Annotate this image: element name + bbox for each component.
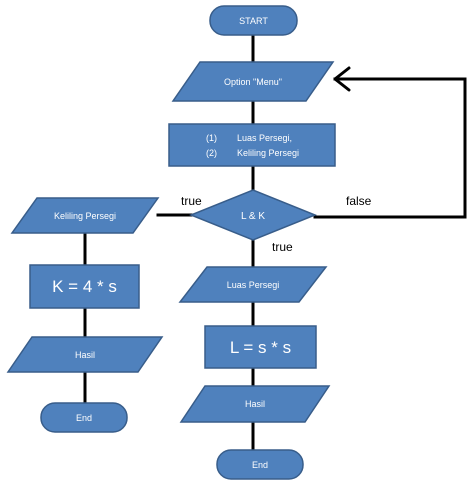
edge-label-true-left: true — [181, 194, 202, 208]
keliling-formula-node: K = 4 * s — [29, 264, 140, 309]
end-right-label: End — [252, 460, 268, 470]
luas-formula-label: L = s * s — [230, 338, 291, 357]
hasil-right-label: Hasil — [245, 399, 265, 409]
edge-label-false: false — [346, 194, 372, 208]
keliling-formula-label: K = 4 * s — [52, 277, 117, 296]
luas-input-node: Luas Persegi — [178, 266, 328, 303]
end-left-terminal: End — [40, 402, 128, 433]
menu-item-2-label: Keliling Persegi — [237, 148, 299, 158]
decision-label: L & K — [241, 211, 265, 222]
luas-input-label: Luas Persegi — [227, 280, 280, 290]
end-left-label: End — [76, 413, 92, 423]
hasil-left-label: Hasil — [75, 350, 95, 360]
menu-item-2-number: (2) — [206, 148, 217, 158]
edge-label-true-down: true — [272, 240, 293, 254]
hasil-right-node: Hasil — [179, 385, 331, 423]
option-menu-node: Option "Menu" — [171, 61, 335, 102]
decision-node: L & K — [188, 189, 318, 241]
option-menu-label: Option "Menu" — [224, 77, 282, 87]
start-terminal: START — [209, 5, 298, 36]
end-right-terminal: End — [216, 449, 304, 480]
menu-item-1-label: Luas Persegi, — [237, 133, 292, 143]
connectors — [83, 32, 467, 452]
start-label: START — [239, 16, 268, 26]
loop-arrowhead — [333, 66, 351, 92]
keliling-input-node: Keliling Persegi — [10, 197, 160, 234]
connector-false-loop — [313, 77, 467, 219]
luas-formula-node: L = s * s — [204, 325, 317, 369]
hasil-left-node: Hasil — [6, 336, 164, 373]
menu-item-1-number: (1) — [206, 133, 217, 143]
keliling-input-label: Keliling Persegi — [54, 211, 116, 221]
menu-process-node: (1) Luas Persegi, (2) Keliling Persegi — [168, 123, 336, 167]
